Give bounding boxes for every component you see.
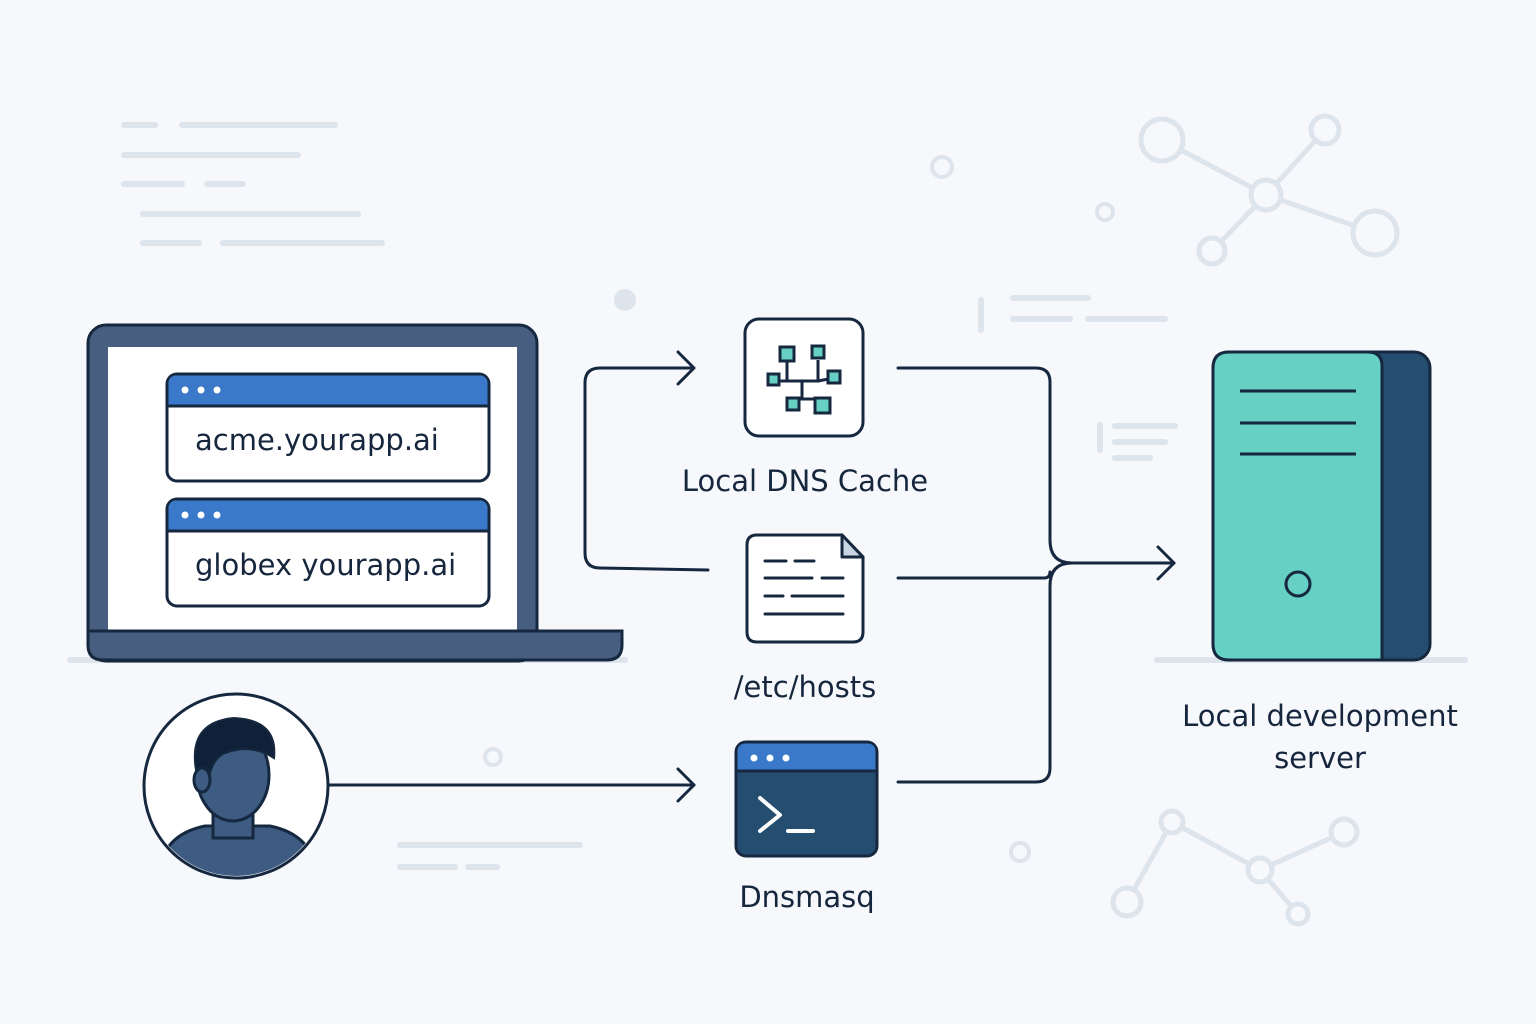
hosts-label: /etc/hosts xyxy=(733,670,877,704)
server-label-line2: server xyxy=(1274,741,1366,776)
url-text-globex: globex yourapp.ai xyxy=(195,548,457,582)
server-label-line1: Local development xyxy=(1182,699,1458,733)
connector-lines xyxy=(328,350,1176,803)
user-avatar-icon xyxy=(142,692,330,880)
dnsmasq-label: Dnsmasq xyxy=(739,880,875,914)
dnsmasq-terminal-icon[interactable] xyxy=(734,740,879,858)
decorative-dots xyxy=(483,155,1115,863)
decorative-network-icon xyxy=(1110,808,1360,927)
browser-window-acme[interactable] xyxy=(165,372,491,483)
decorative-network-icon xyxy=(1138,113,1400,267)
dns-cache-network-icon[interactable] xyxy=(743,317,865,438)
hosts-document-icon[interactable] xyxy=(745,533,865,644)
server-label: Local development server xyxy=(1150,695,1490,779)
dns-cache-label: Local DNS Cache xyxy=(681,464,929,498)
browser-window-globex[interactable] xyxy=(165,497,491,608)
server-tower-icon[interactable] xyxy=(1211,350,1432,662)
decorative-lines xyxy=(67,122,1468,870)
url-text-acme: acme.yourapp.ai xyxy=(195,423,439,457)
